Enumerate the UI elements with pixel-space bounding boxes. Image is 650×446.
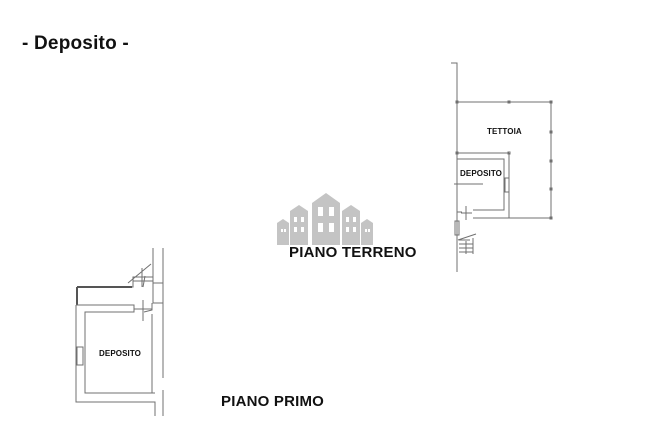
room-label-deposito-primo: DEPOSITO: [99, 349, 141, 358]
room-label-tettoia: TETTOIA: [487, 127, 522, 136]
page-title: - Deposito -: [22, 33, 129, 54]
piano-primo-plan: [75, 248, 164, 416]
piano-terreno-plan: [451, 62, 553, 272]
room-label-deposito-terreno: DEPOSITO: [460, 169, 502, 178]
floor-label-piano-terreno: PIANO TERRENO: [289, 244, 417, 261]
buildings-icon: [277, 193, 373, 245]
floor-label-piano-primo: PIANO PRIMO: [221, 393, 325, 410]
